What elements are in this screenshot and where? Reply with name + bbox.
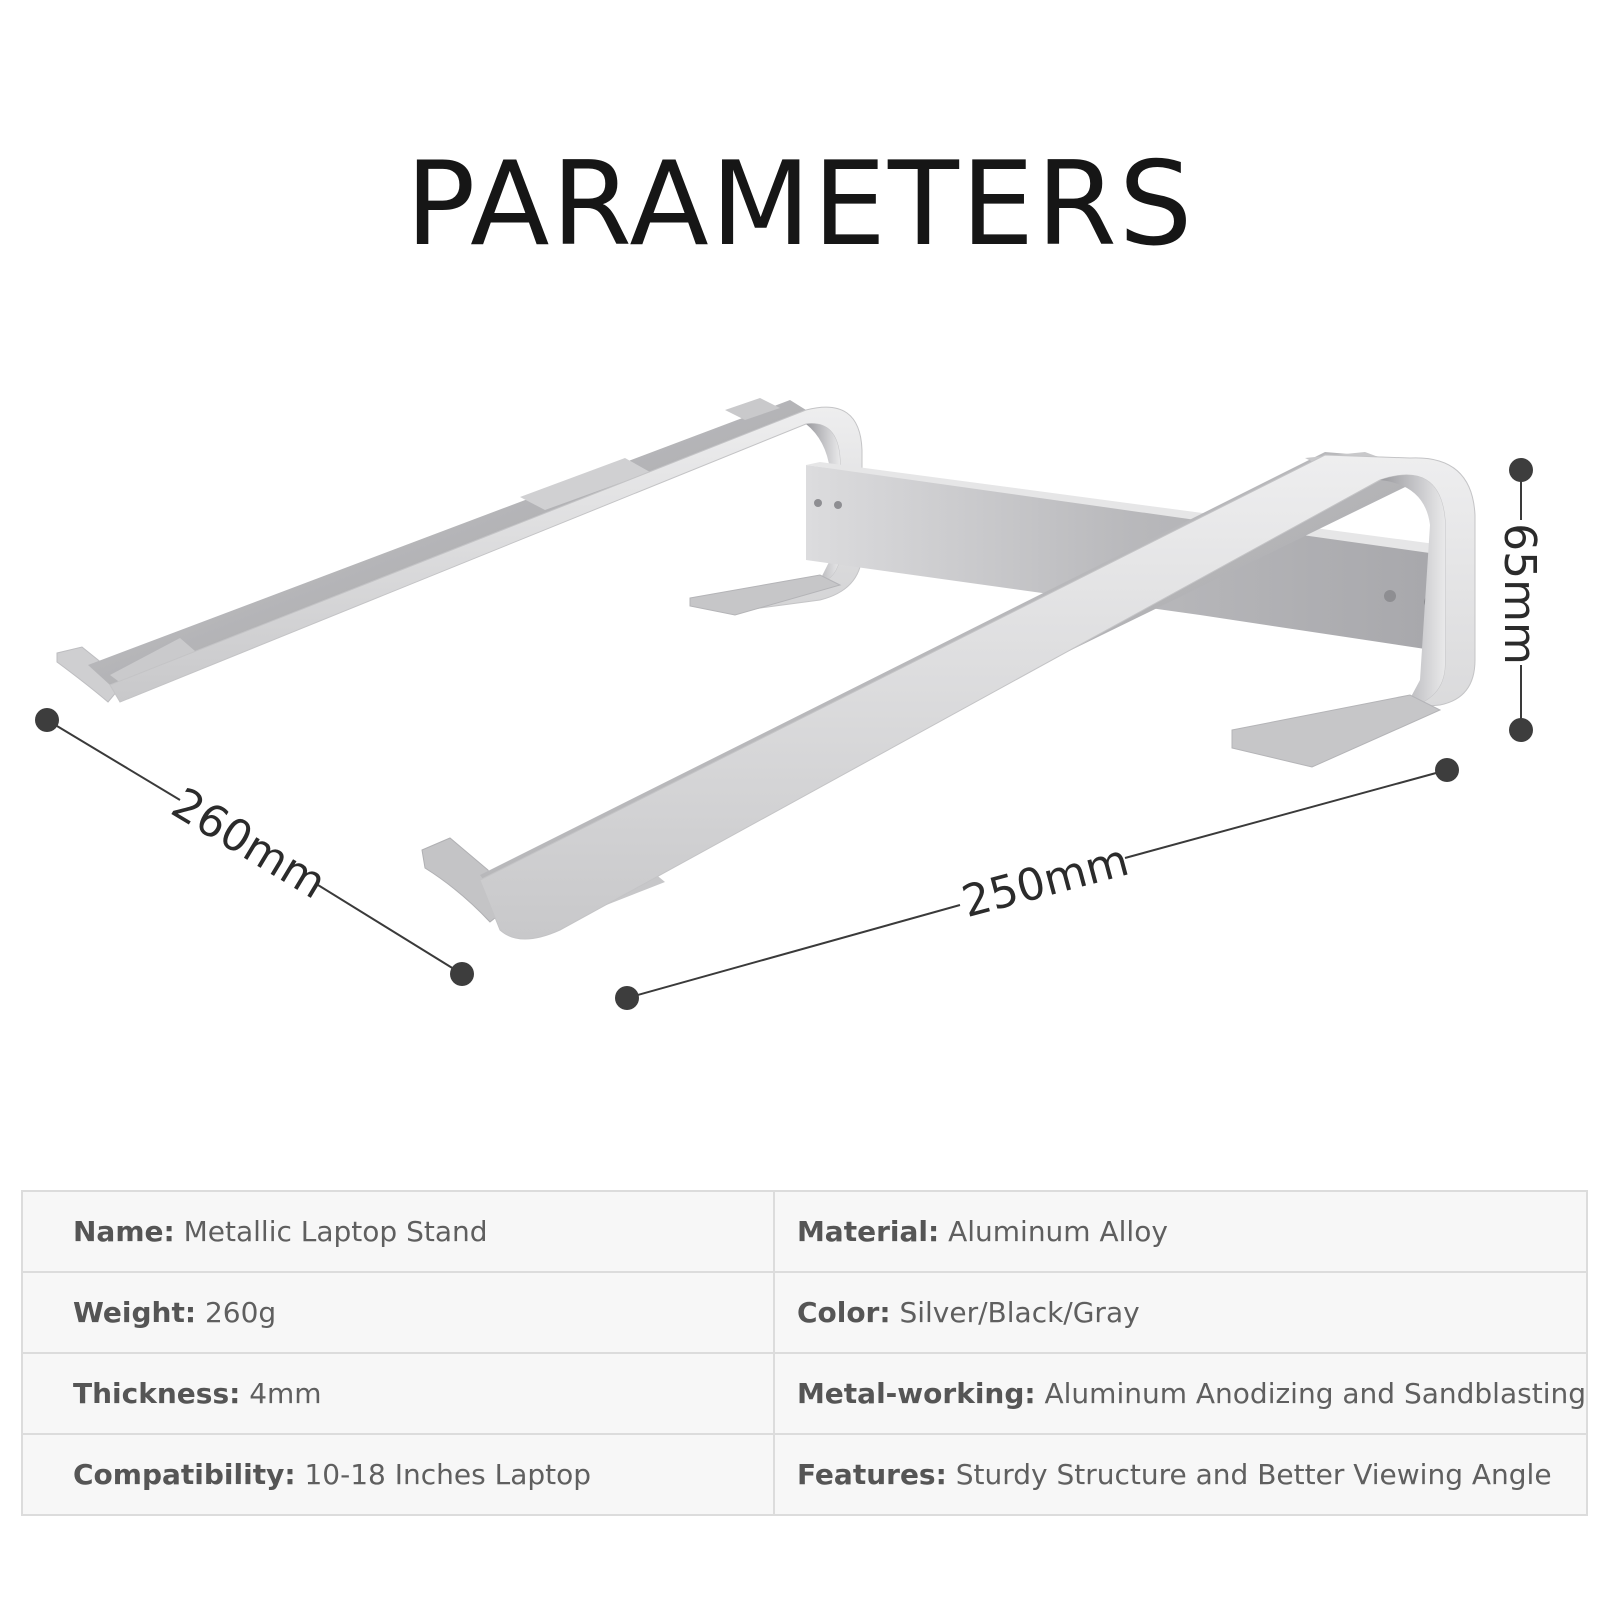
spec-value: 260g	[204, 1296, 277, 1329]
spec-key: Name:	[73, 1215, 175, 1248]
table-row: Weight: 260g Color: Silver/Black/Gray	[21, 1271, 1589, 1354]
spec-key: Metal-working:	[796, 1377, 1036, 1410]
dimension-height: 65mm	[1494, 458, 1545, 742]
dimension-endpoint	[35, 708, 59, 732]
table-row: Name: Metallic Laptop Stand Material: Al…	[21, 1190, 1589, 1273]
table-row: Compatibility: 10-18 Inches Laptop Featu…	[21, 1433, 1589, 1516]
spec-key: Weight:	[73, 1296, 197, 1329]
spec-cell: Metal-working: Aluminum Anodizing and Sa…	[772, 1352, 1589, 1435]
dimension-endpoint	[1509, 458, 1533, 482]
dimension-endpoint	[1435, 758, 1459, 782]
spec-cell: Compatibility: 10-18 Inches Laptop	[21, 1433, 775, 1516]
specifications-table: Name: Metallic Laptop Stand Material: Al…	[21, 1190, 1589, 1516]
spec-value: 10-18 Inches Laptop	[304, 1458, 592, 1491]
spec-value: Aluminum Alloy	[948, 1215, 1168, 1248]
dimension-endpoint	[615, 986, 639, 1010]
spec-key: Thickness:	[73, 1377, 241, 1410]
rear-arm	[56, 398, 863, 703]
width-label: 250mm	[957, 835, 1134, 928]
spec-cell: Thickness: 4mm	[21, 1352, 775, 1435]
spec-value: Sturdy Structure and Better Viewing Angl…	[955, 1458, 1552, 1491]
front-arm	[421, 452, 1476, 940]
page-title: PARAMETERS	[405, 137, 1195, 272]
spec-value: Silver/Black/Gray	[899, 1296, 1140, 1329]
spec-value: Metallic Laptop Stand	[183, 1215, 488, 1248]
spec-key: Material:	[796, 1215, 940, 1248]
spec-value: 4mm	[249, 1377, 322, 1410]
spec-cell: Name: Metallic Laptop Stand	[21, 1190, 775, 1273]
dimension-endpoint	[450, 962, 474, 986]
spec-cell: Weight: 260g	[21, 1271, 775, 1354]
spec-cell: Features: Sturdy Structure and Better Vi…	[772, 1433, 1589, 1516]
dimension-depth: 260mm	[35, 708, 474, 986]
spec-value: Aluminum Anodizing and Sandblasting	[1044, 1377, 1587, 1410]
spec-key: Features:	[796, 1458, 947, 1491]
spec-key: Compatibility:	[73, 1458, 296, 1491]
laptop-stand-diagram: 260mm 250mm 65mm	[35, 398, 1545, 1010]
spec-cell: Color: Silver/Black/Gray	[772, 1271, 1589, 1354]
height-label: 65mm	[1494, 523, 1545, 665]
depth-label: 260mm	[163, 778, 335, 909]
spec-cell: Material: Aluminum Alloy	[772, 1190, 1589, 1273]
dimension-endpoint	[1509, 718, 1533, 742]
spec-key: Color:	[796, 1296, 891, 1329]
table-row: Thickness: 4mm Metal-working: Aluminum A…	[21, 1352, 1589, 1435]
